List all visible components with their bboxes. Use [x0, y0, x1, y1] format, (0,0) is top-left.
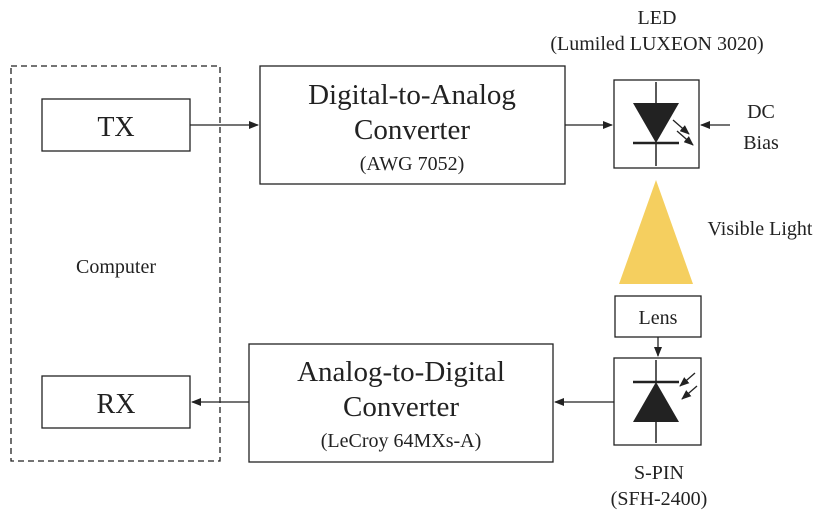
- dac-model: (AWG 7052): [360, 153, 464, 175]
- spin-model: (SFH-2400): [611, 488, 708, 510]
- led-title: LED: [638, 7, 677, 29]
- dc-bias-line1: DC: [747, 101, 775, 123]
- led-diode-icon: [633, 82, 694, 166]
- tx-label: TX: [97, 112, 134, 143]
- computer-label: Computer: [76, 256, 156, 278]
- visible-light-beam: [619, 180, 693, 284]
- computer-block: Computer: [10, 65, 221, 462]
- spin-component: [613, 357, 702, 446]
- photodiode-icon: [633, 360, 698, 443]
- led-component: [613, 79, 700, 169]
- adc-title-line2: Converter: [343, 391, 459, 423]
- rx-block: RX: [41, 375, 191, 429]
- adc-title-line1: Analog-to-Digital: [297, 356, 505, 388]
- rx-label: RX: [97, 389, 136, 420]
- visible-light-label: Visible Light: [708, 218, 813, 240]
- dac-block: Digital-to-Analog Converter (AWG 7052): [259, 65, 566, 185]
- tx-block: TX: [41, 98, 191, 152]
- led-model: (Lumiled LUXEON 3020): [550, 33, 763, 55]
- dc-bias-line2: Bias: [743, 132, 779, 154]
- adc-model: (LeCroy 64MXs-A): [321, 430, 482, 452]
- spin-title: S-PIN: [634, 462, 684, 484]
- dac-title-line1: Digital-to-Analog: [308, 79, 516, 111]
- lens-label: Lens: [639, 307, 678, 329]
- dac-title-line2: Converter: [354, 114, 470, 146]
- lens-block: Lens: [614, 295, 702, 338]
- adc-block: Analog-to-Digital Converter (LeCroy 64MX…: [248, 343, 554, 463]
